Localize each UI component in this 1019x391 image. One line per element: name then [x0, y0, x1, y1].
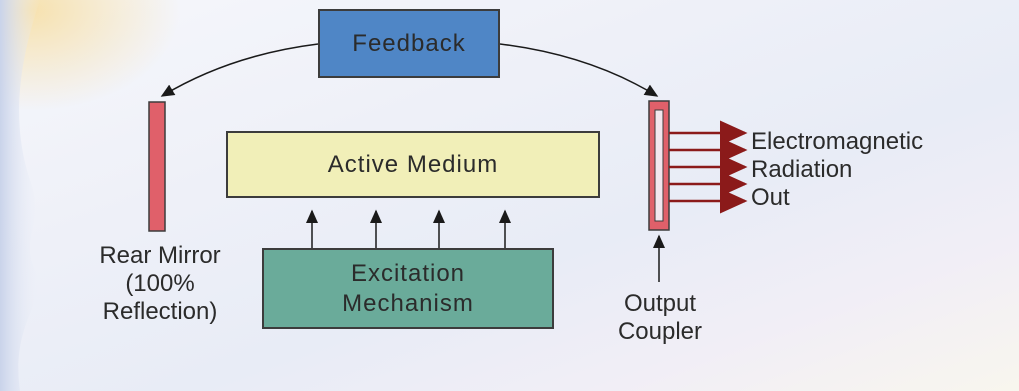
radiation-label-line1: Electromagnetic	[751, 128, 924, 155]
output-coupler-label: Output Coupler	[595, 290, 725, 346]
feedback-arc-left	[160, 43, 319, 97]
rear-mirror-label-line2: (100%	[125, 270, 195, 297]
rear-mirror-label-line3: Reflection)	[102, 298, 218, 325]
excitation-label-line1: Excitation	[350, 259, 466, 287]
active-medium-box: Active Medium	[226, 131, 600, 198]
feedback-label: Feedback	[352, 29, 466, 57]
excitation-label-line2: Mechanism	[342, 289, 474, 317]
output-coupler-label-line1: Output	[623, 290, 697, 317]
radiation-label: Electromagnetic Radiation Out	[751, 128, 923, 212]
rear-mirror-label: Rear Mirror (100% Reflection)	[60, 242, 260, 326]
output-coupler-inner	[654, 109, 664, 222]
feedback-box: Feedback	[318, 9, 500, 78]
rear-mirror	[148, 101, 166, 232]
output-coupler-label-line2: Coupler	[617, 318, 703, 345]
radiation-label-line3: Out	[751, 184, 790, 211]
rear-mirror-label-line1: Rear Mirror	[99, 242, 221, 269]
excitation-mechanism-box: Excitation Mechanism	[262, 248, 554, 329]
feedback-arc-right	[499, 43, 659, 97]
radiation-label-line2: Radiation	[751, 156, 853, 183]
active-medium-label: Active Medium	[327, 150, 499, 178]
